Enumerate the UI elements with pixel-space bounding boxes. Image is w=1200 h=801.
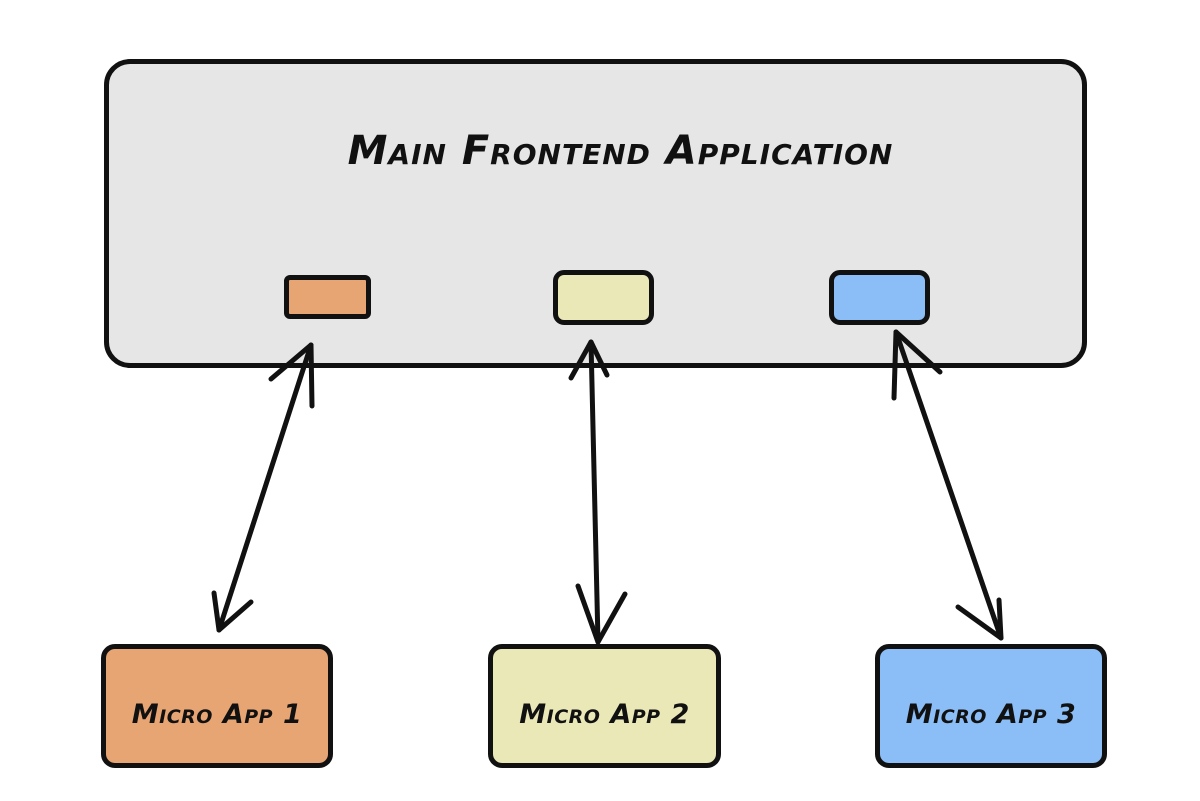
connector-2-arrow (568, 339, 628, 645)
micro-app-1-label: Micro App 1 (131, 698, 303, 730)
connector-1-shaft (216, 342, 314, 633)
connector-2-bottom-arrowhead (575, 583, 628, 645)
micro-app-3-label: Micro App 3 (905, 698, 1077, 730)
main-frontend-application-title: Main Frontend Application (347, 128, 894, 174)
connector-3-shaft (893, 329, 1004, 641)
main-slot-1 (284, 275, 371, 319)
micro-app-3-box: Micro App 3 (875, 644, 1107, 768)
connector-2-shaft (588, 339, 601, 645)
connector-3-bottom-arrowhead (955, 597, 1004, 641)
connector-3-arrow (891, 329, 1004, 641)
connector-1-bottom-arrowhead (211, 590, 254, 633)
micro-app-2-box: Micro App 2 (488, 644, 721, 768)
micro-app-1-box: Micro App 1 (101, 644, 333, 768)
connector-1-arrow (211, 342, 315, 633)
main-slot-3 (829, 270, 930, 325)
micro-app-2-label: Micro App 2 (519, 698, 690, 730)
main-slot-2 (553, 270, 654, 325)
